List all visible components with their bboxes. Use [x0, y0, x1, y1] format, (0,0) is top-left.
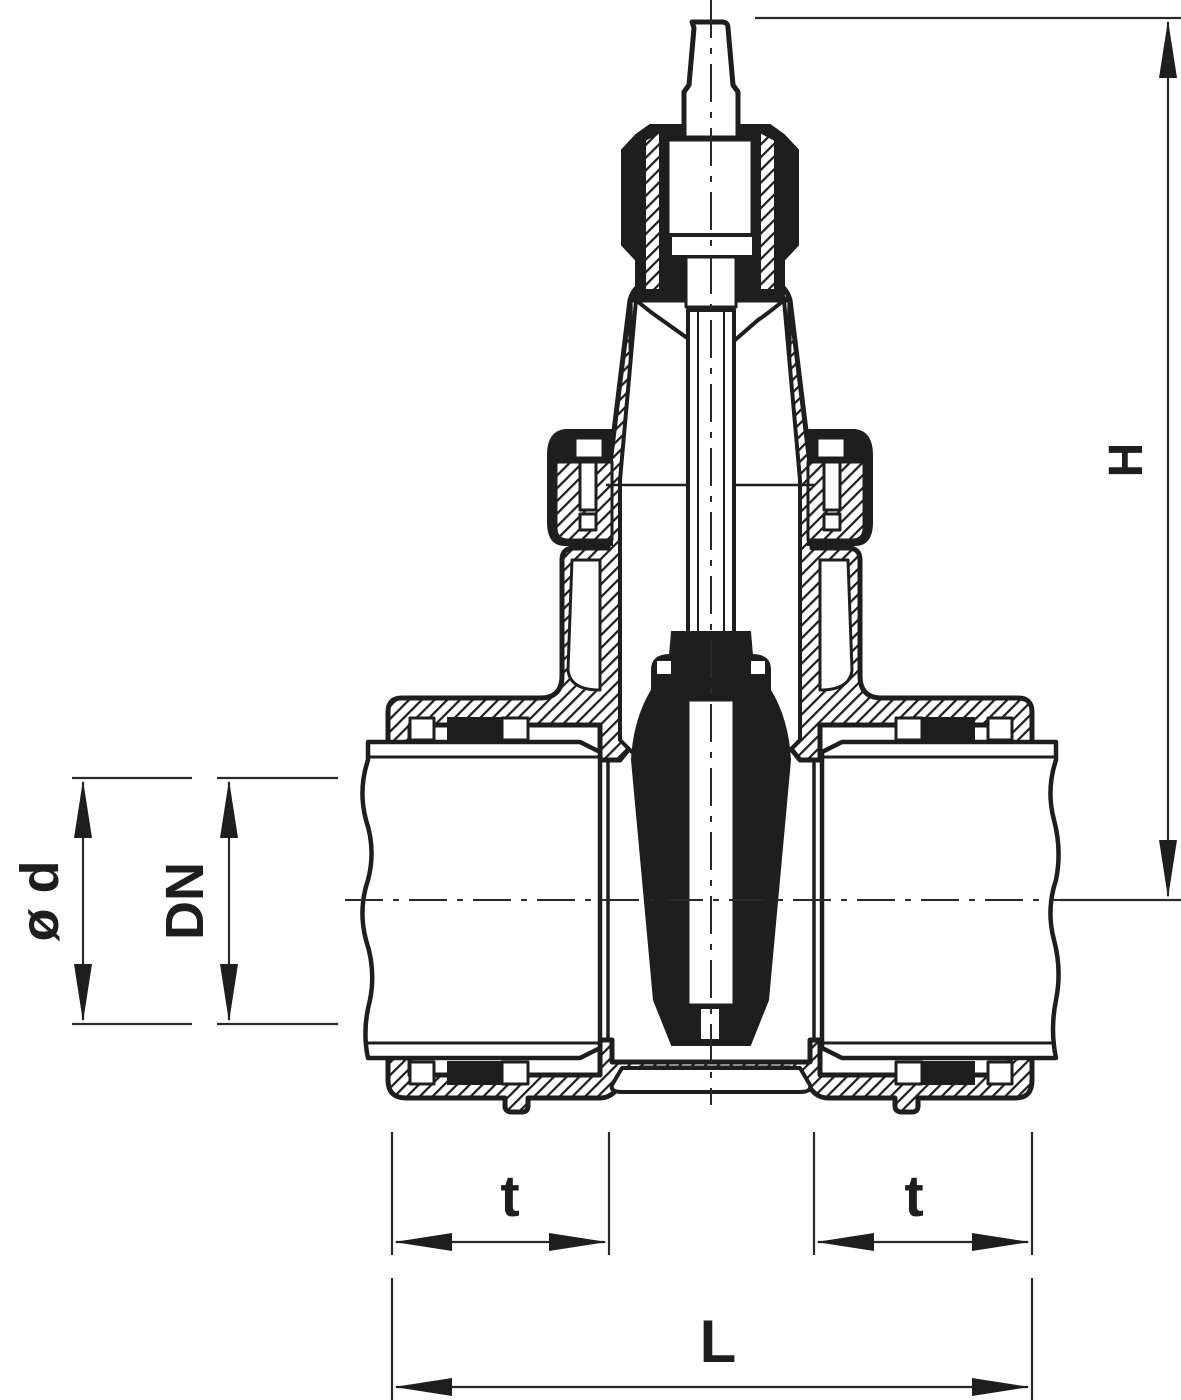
arrow-down-icon [220, 964, 238, 1022]
arrow-right-icon [972, 1233, 1030, 1251]
dimension-label-od: ø d [10, 861, 70, 942]
dimension-t-left: t [390, 1132, 611, 1255]
dimension-label-dn: DN [155, 862, 215, 940]
arrow-down-icon [74, 964, 92, 1022]
center-lines [345, 0, 1070, 1105]
arrow-down-icon [1159, 840, 1177, 898]
arrow-up-icon [74, 780, 92, 838]
dimension-dn: DN [155, 776, 338, 1026]
dimension-label-t-right: t [904, 1164, 923, 1229]
bonnet-bolts [547, 429, 873, 546]
dimension-l: L [390, 1278, 1034, 1400]
dimension-od: ø d [10, 776, 192, 1026]
dimension-label-h: H [1100, 443, 1153, 478]
dimension-label-l: L [700, 1308, 737, 1375]
socket-seals [408, 716, 1014, 1086]
arrow-right-icon [972, 1378, 1030, 1396]
arrow-left-icon [394, 1378, 452, 1396]
arrow-left-icon [816, 1233, 874, 1251]
dimension-label-t-left: t [500, 1164, 519, 1229]
dimension-t-right: t [812, 1132, 1034, 1255]
dimension-h: H [755, 16, 1181, 902]
arrow-up-icon [220, 780, 238, 838]
arrow-right-icon [549, 1233, 607, 1251]
arrow-up-icon [1159, 20, 1177, 78]
arrow-left-icon [394, 1233, 452, 1251]
